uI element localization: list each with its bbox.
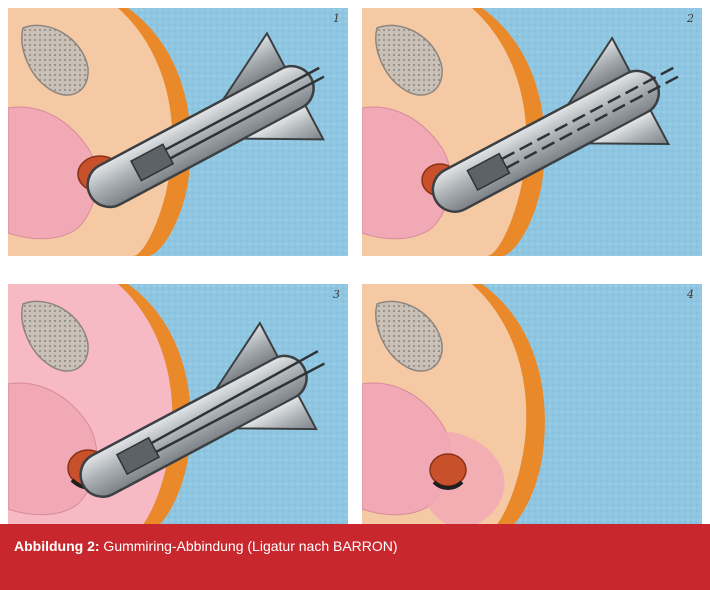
panel-number: 4: [687, 288, 694, 301]
panel-number: 1: [333, 12, 340, 25]
illustration-step-1: [8, 8, 348, 256]
panel-number: 3: [333, 288, 340, 301]
caption-text: Gummiring-Abbindung (Ligatur nach BARRON…: [100, 538, 398, 554]
panel-step-2: 2: [362, 8, 702, 256]
illustration-step-3: [8, 284, 348, 532]
figure-caption-bar: Abbildung 2: Gummiring-Abbindung (Ligatu…: [0, 524, 710, 590]
illustration-step-4: [362, 284, 702, 532]
figure-caption: Abbildung 2: Gummiring-Abbindung (Ligatu…: [14, 538, 398, 554]
panel-number: 2: [687, 12, 694, 25]
caption-label: Abbildung 2:: [14, 538, 100, 554]
panel-step-3: 3: [8, 284, 348, 532]
panel-step-4: 4: [362, 284, 702, 532]
panel-step-1: 1: [8, 8, 348, 256]
illustration-step-2: [362, 8, 702, 256]
